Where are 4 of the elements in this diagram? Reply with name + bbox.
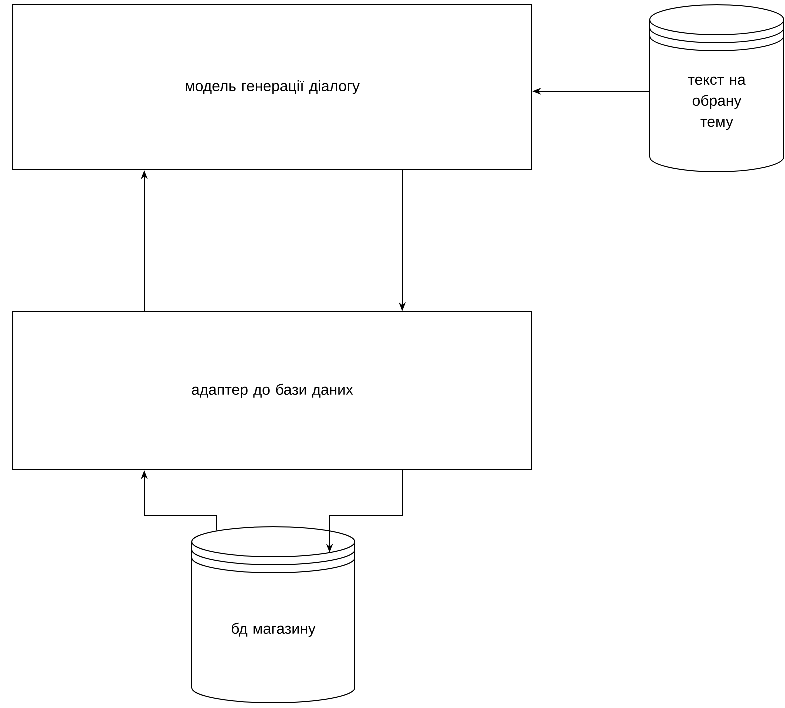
- database-cylinder: текст на обрану тему: [650, 4, 784, 172]
- process-box: модель генерації діалогу: [12, 4, 532, 170]
- process-box: адаптер до бази даних: [12, 311, 532, 470]
- database-cylinder: бд магазину: [192, 526, 356, 704]
